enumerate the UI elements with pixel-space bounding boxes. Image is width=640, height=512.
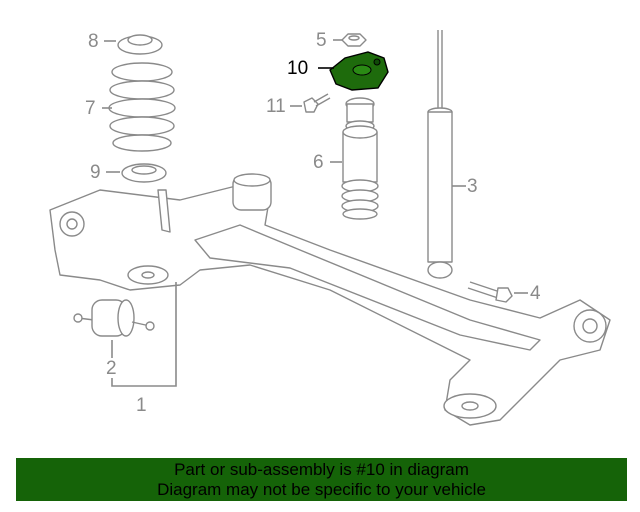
leader-lines [102,39,528,387]
info-banner: Part or sub-assembly is #10 in diagram D… [16,458,627,501]
callout-5[interactable]: 5 [316,30,327,51]
callout-1[interactable]: 1 [136,395,147,416]
callout-2[interactable]: 2 [106,358,117,379]
bushing-part[interactable] [73,299,155,337]
dust-boot-part[interactable] [341,97,379,220]
spring-seat-upper-part[interactable] [117,34,163,55]
callout-10[interactable]: 10 [287,58,309,79]
spring-seat-lower-part[interactable] [121,163,167,183]
upper-mount-part-highlighted[interactable] [329,51,389,91]
coil-spring-part[interactable] [108,62,176,152]
rear-axle-part[interactable] [49,173,611,426]
callout-11[interactable]: 11 [266,96,286,117]
callout-7[interactable]: 7 [85,98,96,119]
shock-absorber-part[interactable] [427,30,453,279]
axle-bolt-part[interactable] [467,281,513,303]
callout-4[interactable]: 4 [530,283,541,304]
callout-3[interactable]: 3 [467,176,478,197]
nut-part[interactable] [341,33,367,47]
bolt-part[interactable] [303,93,331,113]
banner-line-disclaimer: Diagram may not be specific to your vehi… [157,480,486,499]
callout-9[interactable]: 9 [90,162,101,183]
banner-line-part: Part or sub-assembly is #10 in diagram [174,460,469,479]
callout-8[interactable]: 8 [88,31,99,52]
callout-6[interactable]: 6 [313,152,324,173]
